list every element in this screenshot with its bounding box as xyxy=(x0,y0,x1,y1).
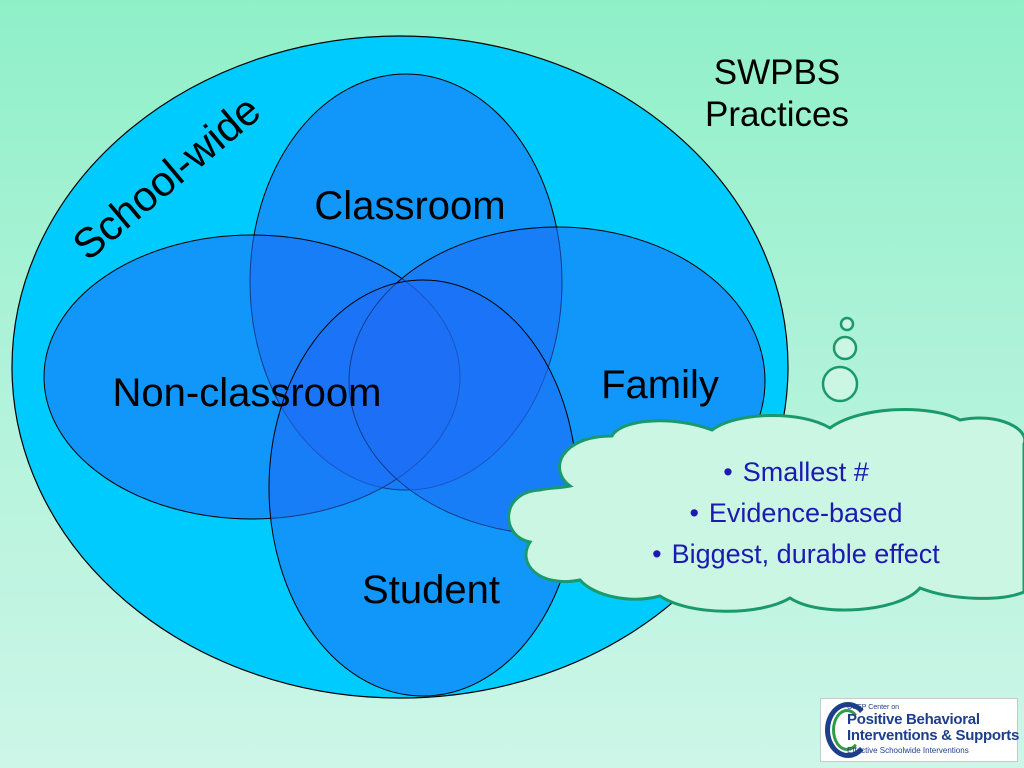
student-ellipse xyxy=(268,279,578,697)
callout-item-text: Evidence-based xyxy=(708,498,903,528)
title-line-2: Practices xyxy=(705,95,849,134)
callout-item: Biggest, durable effect xyxy=(596,534,996,575)
classroom-label: Classroom xyxy=(314,184,505,228)
callout-item: Evidence-based xyxy=(596,493,996,534)
title-line-1: SWPBS xyxy=(713,53,841,92)
student-label: Student xyxy=(362,568,500,612)
logo-line-1: Positive Behavioral xyxy=(847,711,980,728)
logo-small-text: OSEP Center on xyxy=(847,704,900,711)
logo-tagline: Effective Schoolwide Interventions xyxy=(847,746,969,755)
callout-item-text: Smallest # xyxy=(742,457,869,487)
logo-ring-inner xyxy=(832,709,862,751)
family-label: Family xyxy=(601,363,719,407)
diagram-title: SWPBS Practices xyxy=(660,52,894,136)
logo-ring-outer xyxy=(825,702,871,758)
non-classroom-label: Non-classroom xyxy=(113,371,382,415)
thought-bubble-large xyxy=(821,365,859,403)
callout-list: Smallest # Evidence-based Biggest, durab… xyxy=(596,452,996,575)
callout-item: Smallest # xyxy=(596,452,996,493)
callout-item-text: Biggest, durable effect xyxy=(671,539,940,569)
thought-bubble-medium xyxy=(832,335,858,361)
logo-line-2: Interventions & Supports xyxy=(847,727,1019,744)
thought-bubble-small xyxy=(839,316,855,332)
pbis-logo: OSEP Center on Positive Behavioral Inter… xyxy=(820,698,1019,762)
